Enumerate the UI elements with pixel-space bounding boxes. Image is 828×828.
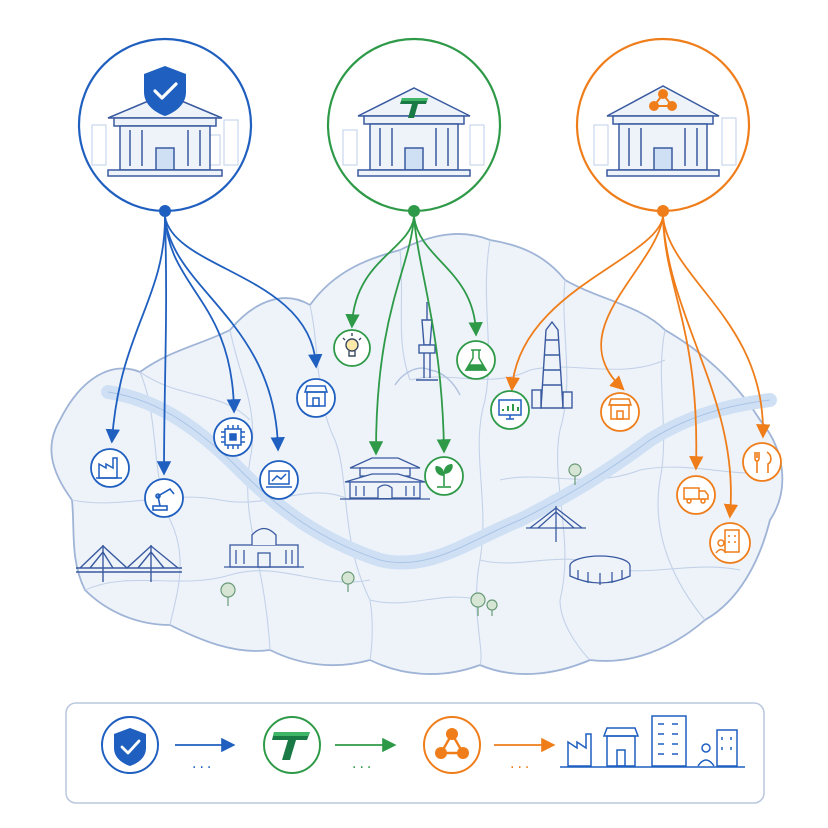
institution-blue[interactable] (77, 37, 253, 217)
map-node-storefront[interactable] (296, 378, 336, 418)
utensils-icon (754, 451, 772, 473)
laptop-chart-icon (266, 470, 292, 488)
map-node-people-building[interactable] (709, 522, 751, 564)
river-bank (107, 391, 771, 564)
shop-awning-icon (607, 398, 633, 420)
institution-orange[interactable] (575, 37, 751, 217)
map-node-delivery-truck[interactable] (676, 475, 716, 515)
map-node-utensils[interactable] (742, 442, 782, 482)
bank-building-icon (606, 85, 720, 177)
map-node-laptop-chart[interactable] (259, 460, 299, 500)
map-node-sprout[interactable] (424, 456, 464, 496)
connector-dot-green (408, 205, 420, 217)
skyscraper-icon (531, 320, 573, 409)
legend-step-t-logo (263, 716, 321, 774)
cable-bridge-icon (526, 506, 586, 542)
bridge-icon (76, 545, 182, 582)
shield-check-icon (144, 66, 186, 116)
institution-green[interactable] (326, 37, 502, 217)
map-node-shop-awning[interactable] (600, 392, 640, 432)
beaker-icon (464, 349, 488, 371)
t-logo-icon (272, 732, 310, 760)
network-nodes-icon (649, 89, 677, 111)
shield-check-icon (114, 728, 146, 766)
storefront-icon (303, 385, 329, 407)
legend-step-network (423, 716, 481, 774)
city-businesses-icon (560, 715, 745, 768)
tree-icon (220, 463, 582, 616)
map-node-monitor-chart[interactable] (490, 390, 530, 430)
palace-gate-icon (340, 457, 430, 500)
stadium-icon (569, 555, 631, 585)
legend-box (65, 702, 765, 804)
legend-dots-1: ... (192, 756, 214, 772)
legend-step-shield (101, 716, 159, 774)
map-node-microchip[interactable] (213, 417, 253, 457)
city-skyline (342, 124, 485, 166)
capitol-building-icon (224, 527, 304, 568)
map-node-robot-arm[interactable] (144, 478, 184, 518)
robot-arm-icon (152, 487, 175, 511)
people-building-icon (715, 529, 740, 554)
map-node-lightbulb[interactable] (333, 329, 371, 367)
city-skyline (593, 117, 737, 166)
lightbulb-icon (342, 333, 362, 357)
factory-icon (96, 457, 122, 479)
connector-dot-blue (159, 205, 171, 217)
delivery-truck-icon (683, 487, 709, 504)
sprout-icon (435, 464, 453, 488)
legend-dots-3: ... (510, 756, 532, 772)
connector-dot-orange (657, 205, 669, 217)
monitor-chart-icon (498, 399, 522, 420)
map-node-factory[interactable] (90, 448, 130, 488)
tower-icon (394, 302, 461, 396)
city-map (50, 233, 784, 675)
microchip-icon (221, 425, 245, 449)
map-outline (50, 233, 784, 675)
blue-connectors (105, 216, 323, 476)
orange-connectors (505, 216, 771, 519)
network-nodes-icon (435, 728, 469, 759)
t-logo-icon (400, 98, 428, 118)
legend-dots-2: ... (352, 756, 374, 772)
green-connectors (345, 216, 483, 456)
map-node-beaker[interactable] (456, 340, 496, 380)
